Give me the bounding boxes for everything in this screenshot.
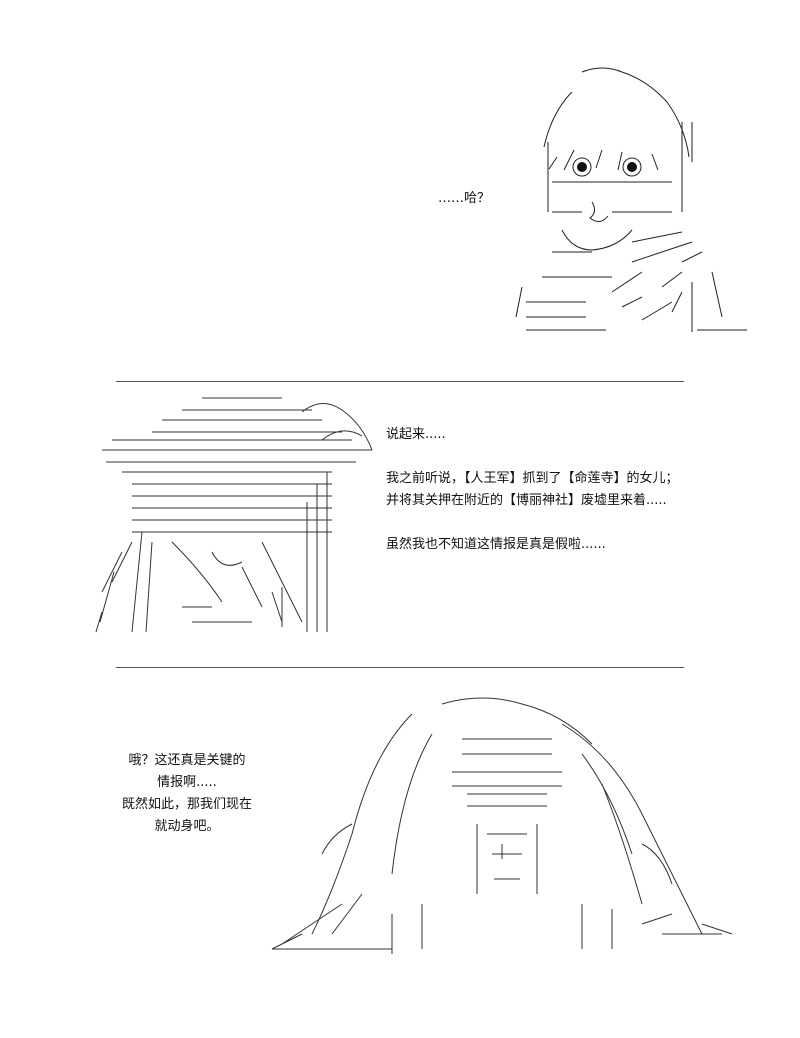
dialogue-line: ……哈？ [438,191,491,206]
dialogue-line: 既然如此，那我们现在 [121,797,252,812]
dialogue-line [386,446,679,468]
dialogue-line: 说起来..... [386,427,446,442]
ascii-art-long-hair-man [262,694,742,959]
dialogue-line: 我之前听说，【人王军】抓到了【命莲寺】的女儿； [386,471,679,486]
dialogue-line [386,512,679,534]
dialogue-panel2: 说起来..... 我之前听说，【人王军】抓到了【命莲寺】的女儿； 并将其关押在附… [386,424,679,556]
dialogue-panel3: 哦？这还真是关键的 情报啊..... 既然如此，那我们现在 就动身吧。 [112,750,262,838]
dialogue-line: 情报啊..... [157,775,217,790]
dialogue-line: 虽然我也不知道这情报是真是假啦...... [386,537,606,552]
dialogue-line: 就动身吧。 [154,819,220,834]
ascii-art-boy [512,62,752,340]
dialogue-line: 并将其关押在附近的【博丽神社】废墟里来着..... [386,493,667,508]
panel-divider-1 [116,381,684,382]
panel-divider-2 [116,667,684,668]
dialogue-panel1: ……哈？ [438,188,490,210]
dialogue-line: 哦？这还真是关键的 [128,753,246,768]
ascii-art-hat-girl [92,392,382,642]
